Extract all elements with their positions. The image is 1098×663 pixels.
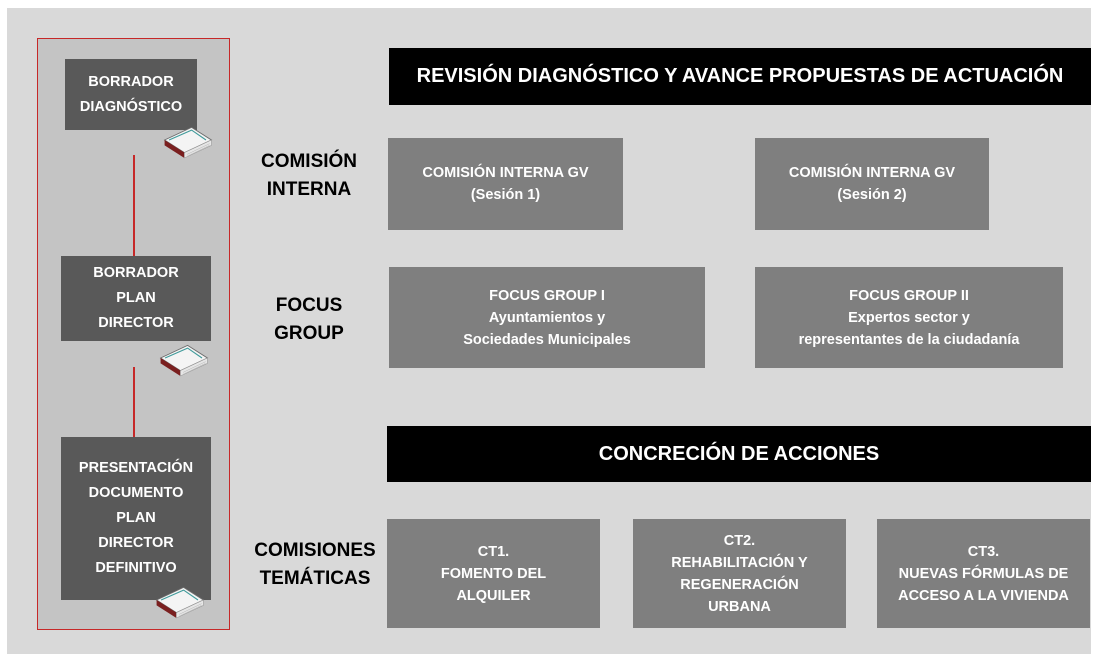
box-line: COMISIÓN INTERNA GV: [788, 165, 956, 181]
box-line: NUEVAS FÓRMULAS DE: [898, 565, 1069, 582]
connector-line-top: [133, 155, 135, 256]
row-label-line: INTERNA: [266, 179, 352, 200]
box-line: REHABILITACIÓN Y: [671, 554, 808, 571]
banner-text: REVISIÓN DIAGNÓSTICO Y AVANCE PROPUESTAS…: [416, 65, 1064, 87]
box-line: Ayuntamientos y: [488, 309, 606, 326]
row-label-line: GROUP: [274, 323, 344, 344]
row-label-line: COMISIÓN: [260, 151, 358, 172]
box-line: DEFINITIVO: [95, 560, 177, 576]
ct1-box: CT1. FOMENTO DEL ALQUILER: [387, 519, 600, 628]
row-label-line: COMISIONES: [254, 540, 376, 561]
row-label-line: FOCUS: [275, 295, 343, 316]
borrador-diagnostico-box: BORRADOR DIAGNÓSTICO: [65, 59, 197, 130]
box-line: BORRADOR: [88, 73, 174, 90]
box-line: FOCUS GROUP I: [489, 287, 605, 304]
ct3-box: CT3. NUEVAS FÓRMULAS DE ACCESO A LA VIVI…: [877, 519, 1090, 628]
focus-group-1-box: FOCUS GROUP I Ayuntamientos y Sociedades…: [389, 267, 705, 368]
box-line: ACCESO A LA VIVIENDA: [898, 587, 1069, 604]
box-line: CT3.: [967, 543, 1000, 560]
borrador-plan-director-box: BORRADOR PLAN DIRECTOR: [61, 256, 211, 341]
banner-text: CONCRECIÓN DE ACCIONES: [598, 442, 880, 465]
banner-revision-diagnostico: REVISIÓN DIAGNÓSTICO Y AVANCE PROPUESTAS…: [389, 48, 1091, 105]
box-line: PLAN: [116, 290, 156, 306]
box-line: PRESENTACIÓN: [78, 460, 194, 476]
row-label-comision-interna: COMISIÓN INTERNA: [244, 148, 374, 204]
focus-group-2-box: FOCUS GROUP II Expertos sector y represe…: [755, 267, 1063, 368]
banner-concrecion-acciones: CONCRECIÓN DE ACCIONES: [387, 426, 1091, 482]
connector-line-bottom: [133, 367, 135, 437]
box-line: FOCUS GROUP II: [849, 287, 969, 304]
box-line: DOCUMENTO: [88, 485, 184, 501]
box-line: DIRECTOR: [98, 315, 174, 331]
box-line: DIAGNÓSTICO: [79, 98, 183, 115]
box-line: representantes de la ciudadanía: [798, 331, 1020, 348]
presentacion-documento-box: PRESENTACIÓN DOCUMENTO PLAN DIRECTOR DEF…: [61, 437, 211, 600]
box-line: URBANA: [708, 598, 771, 615]
box-line: DIRECTOR: [98, 535, 174, 551]
box-line: FOMENTO DEL: [440, 565, 547, 582]
comision-interna-sesion-2-box: COMISIÓN INTERNA GV (Sesión 2): [755, 138, 989, 230]
box-line: REGENERACIÓN: [680, 576, 799, 593]
box-line: (Sesión 1): [470, 187, 541, 203]
box-line: BORRADOR: [93, 265, 179, 281]
box-line: PLAN: [116, 510, 156, 526]
box-line: (Sesión 2): [837, 187, 907, 203]
book-icon: [157, 338, 211, 378]
box-line: Expertos sector y: [848, 309, 970, 326]
box-line: Sociedades Municipales: [463, 331, 631, 348]
box-line: CT2.: [723, 532, 756, 549]
book-icon: [153, 580, 207, 620]
row-label-line: TEMÁTICAS: [259, 568, 371, 589]
row-label-focus-group: FOCUS GROUP: [254, 292, 364, 348]
row-label-comisiones-tematicas: COMISIONES TEMÁTICAS: [240, 537, 390, 593]
ct2-box: CT2. REHABILITACIÓN Y REGENERACIÓN URBAN…: [633, 519, 846, 628]
book-icon: [161, 120, 215, 160]
box-line: CT1.: [477, 543, 510, 560]
box-line: ALQUILER: [456, 587, 531, 604]
comision-interna-sesion-1-box: COMISIÓN INTERNA GV (Sesión 1): [388, 138, 623, 230]
box-line: COMISIÓN INTERNA GV: [422, 165, 589, 181]
